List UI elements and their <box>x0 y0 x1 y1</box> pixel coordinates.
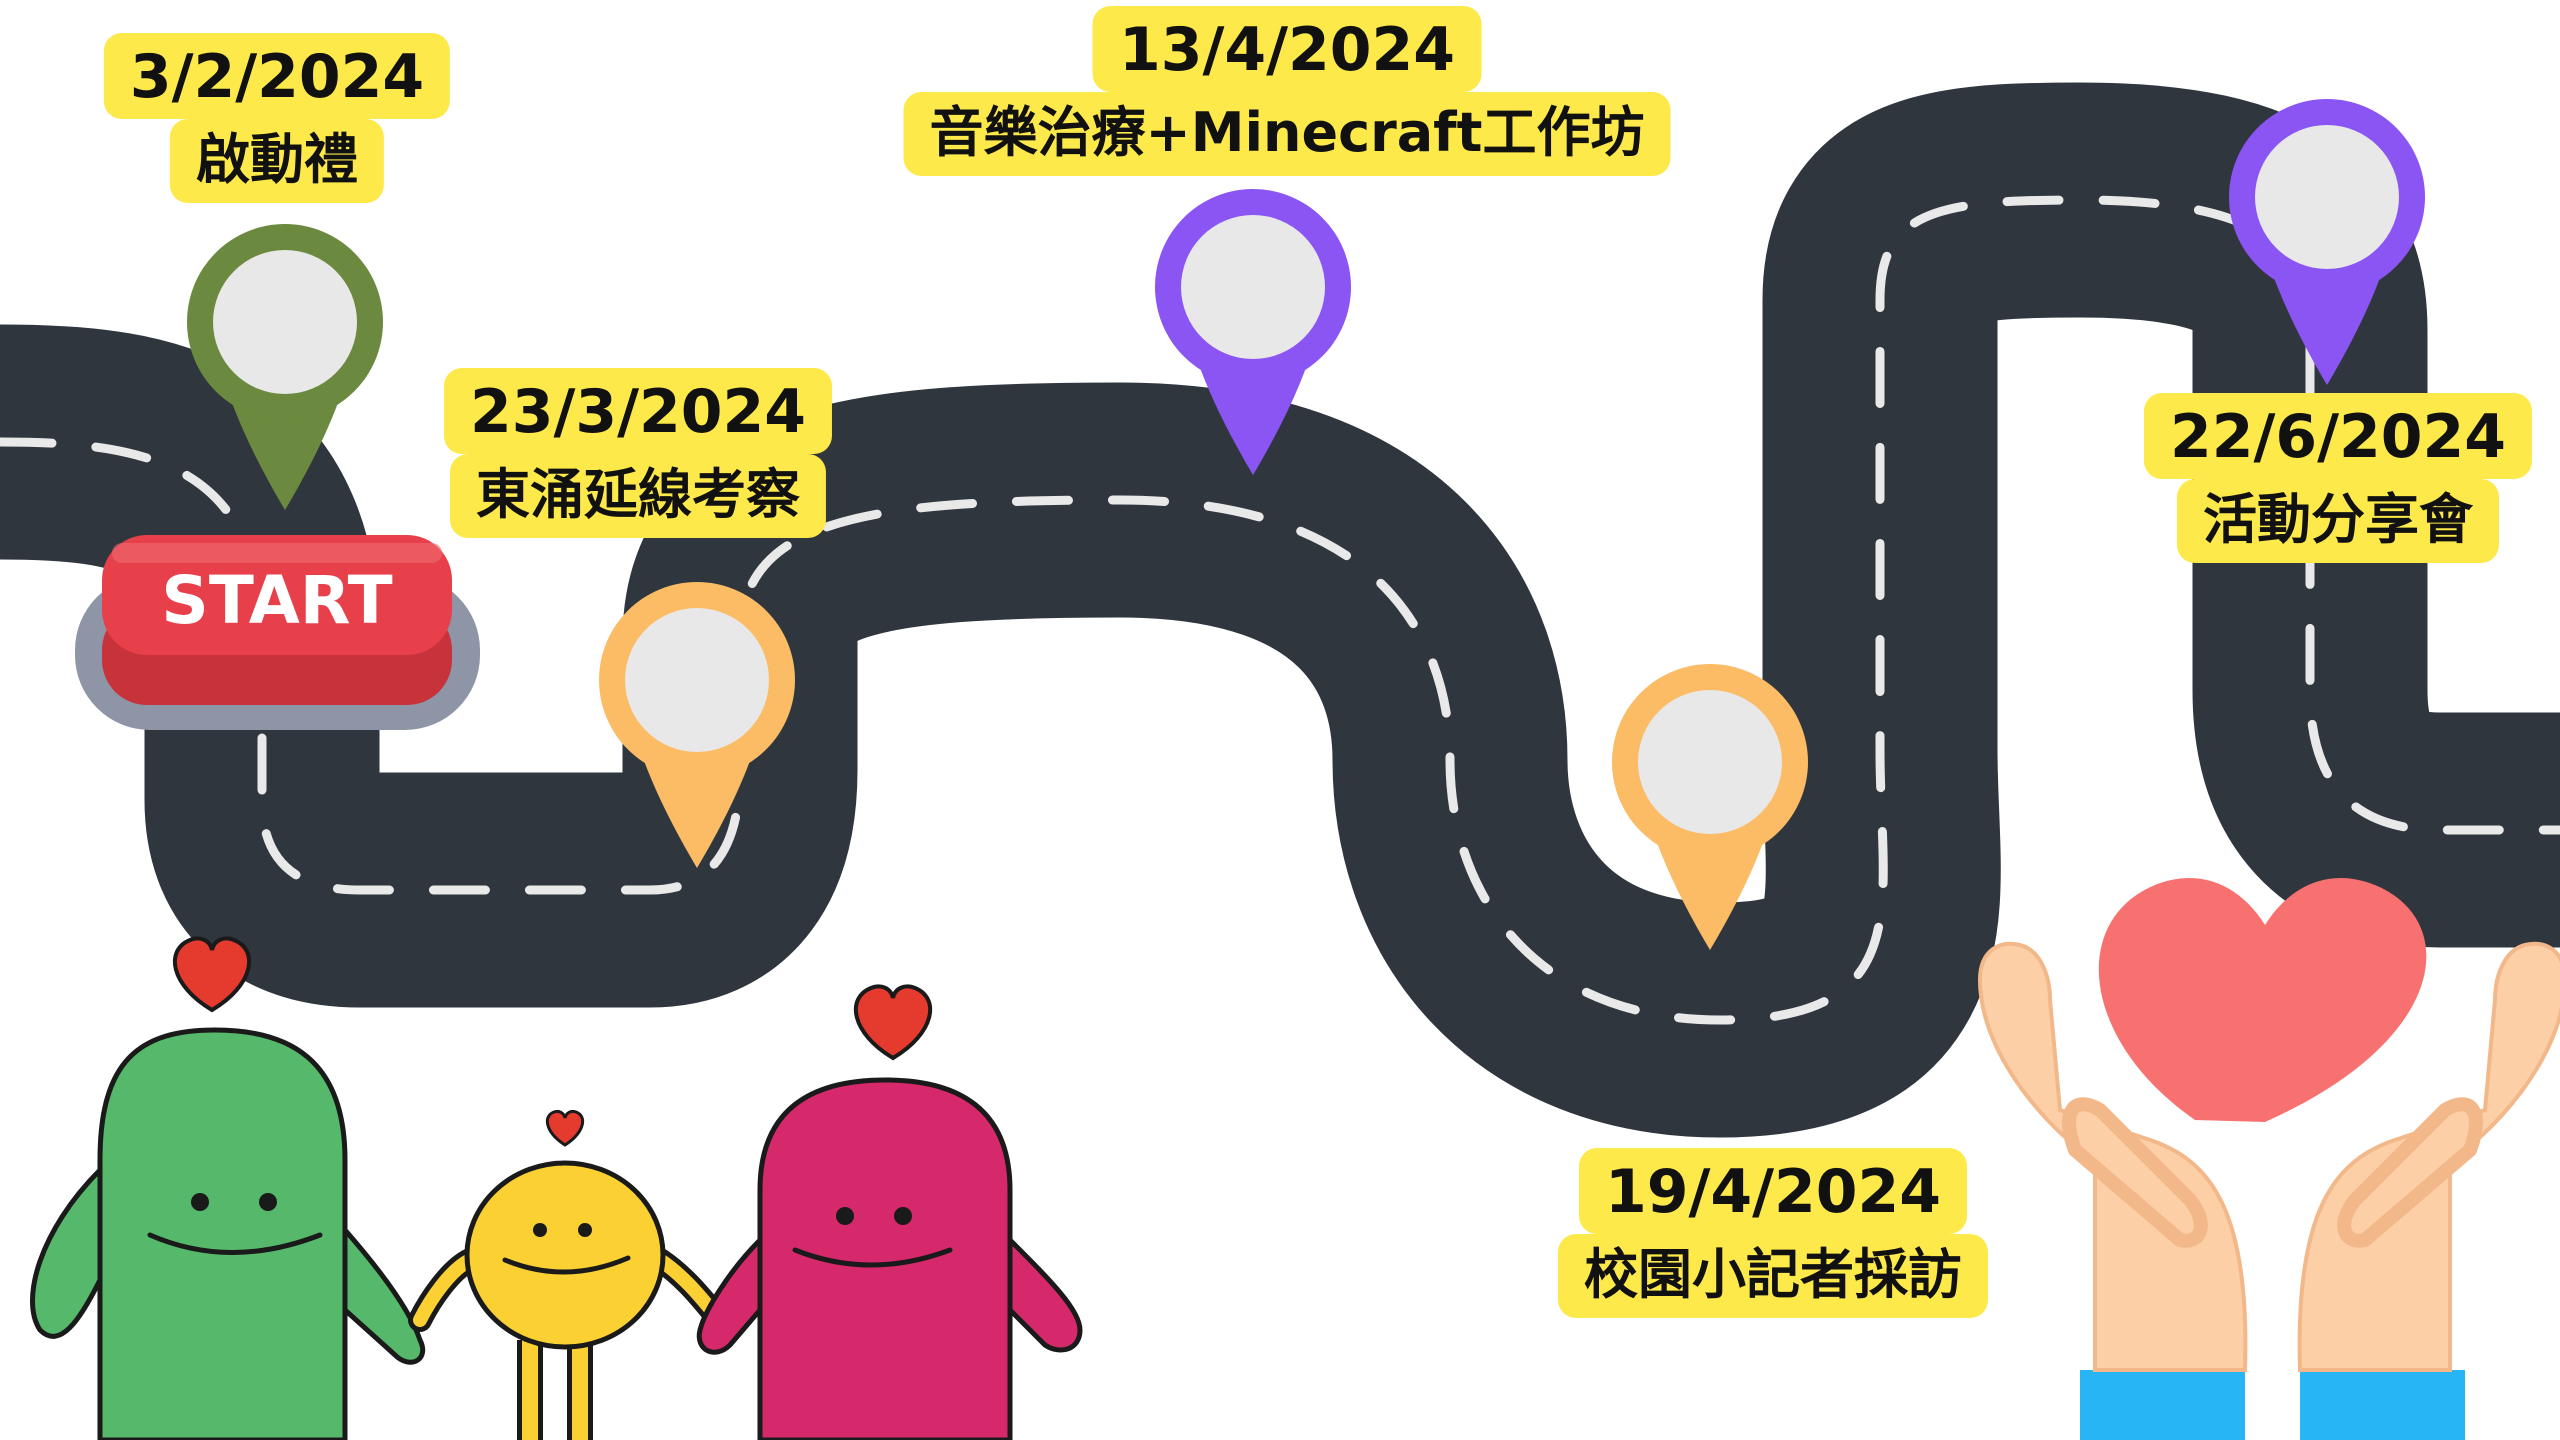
magenta-figure <box>696 1077 1083 1440</box>
start-button-label: START <box>161 562 392 639</box>
yellow-figure <box>408 1160 732 1440</box>
milestone-2-date: 23/3/2024 <box>443 368 833 454</box>
milestone-4-pin-icon <box>1612 664 1808 950</box>
milestone-3-pin-icon <box>1155 189 1351 475</box>
milestone-1-date: 3/2/2024 <box>103 33 451 119</box>
green-figure <box>30 1027 426 1440</box>
milestone-5-label: 22/6/2024 活動分享會 <box>2143 393 2533 563</box>
milestone-5-date: 22/6/2024 <box>2143 393 2533 479</box>
milestone-4-date: 19/4/2024 <box>1578 1148 1968 1234</box>
milestone-1-label: 3/2/2024 啟動禮 <box>103 33 451 203</box>
heart-icon-yellow <box>545 1109 585 1147</box>
caring-hands-icon <box>1977 878 2560 1440</box>
milestone-1-event: 啟動禮 <box>169 119 384 203</box>
milestone-5-event: 活動分享會 <box>2176 479 2499 563</box>
milestone-5-pin-icon <box>2229 99 2425 385</box>
start-button[interactable]: START <box>75 535 480 730</box>
milestone-2-pin-icon <box>599 582 795 868</box>
milestone-3-date: 13/4/2024 <box>1092 6 1482 92</box>
milestone-4-event: 校園小記者採訪 <box>1558 1234 1988 1318</box>
heart-icon-green <box>172 936 252 1013</box>
milestone-2-event: 東涌延線考察 <box>449 454 826 538</box>
milestone-1-pin-icon <box>187 224 383 510</box>
milestone-3-event: 音樂治療+Minecraft工作坊 <box>903 92 1671 176</box>
winding-road <box>0 82 2560 1138</box>
milestone-4-label: 19/4/2024 校園小記者採訪 <box>1558 1148 1988 1318</box>
heart-icon-magenta <box>853 984 933 1061</box>
milestone-2-label: 23/3/2024 東涌延線考察 <box>443 368 833 538</box>
milestone-3-label: 13/4/2024 音樂治療+Minecraft工作坊 <box>903 6 1671 176</box>
